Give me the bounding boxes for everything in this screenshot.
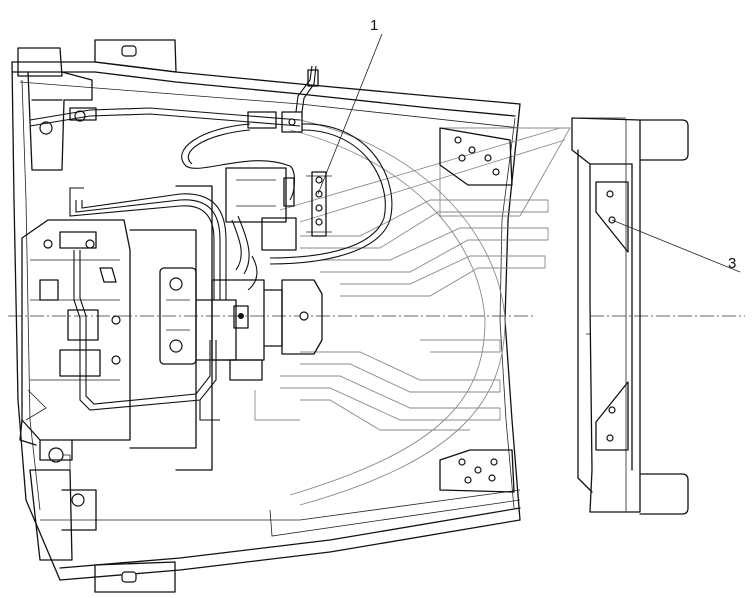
chassis-frame (11, 39, 521, 593)
callout-1: 1 (317, 17, 383, 195)
transmission-housing (129, 167, 323, 471)
control-cable (29, 65, 393, 265)
rear-frame-part (571, 117, 689, 515)
leader-line-1 (317, 33, 383, 195)
engine-block (19, 219, 131, 463)
callout-label-1: 1 (370, 17, 378, 34)
hydraulic-lines (69, 187, 258, 421)
chevron-guides (254, 119, 571, 506)
leader-line-3 (611, 219, 741, 273)
callout-3: 3 (611, 219, 741, 273)
callout-label-3: 3 (728, 255, 736, 272)
